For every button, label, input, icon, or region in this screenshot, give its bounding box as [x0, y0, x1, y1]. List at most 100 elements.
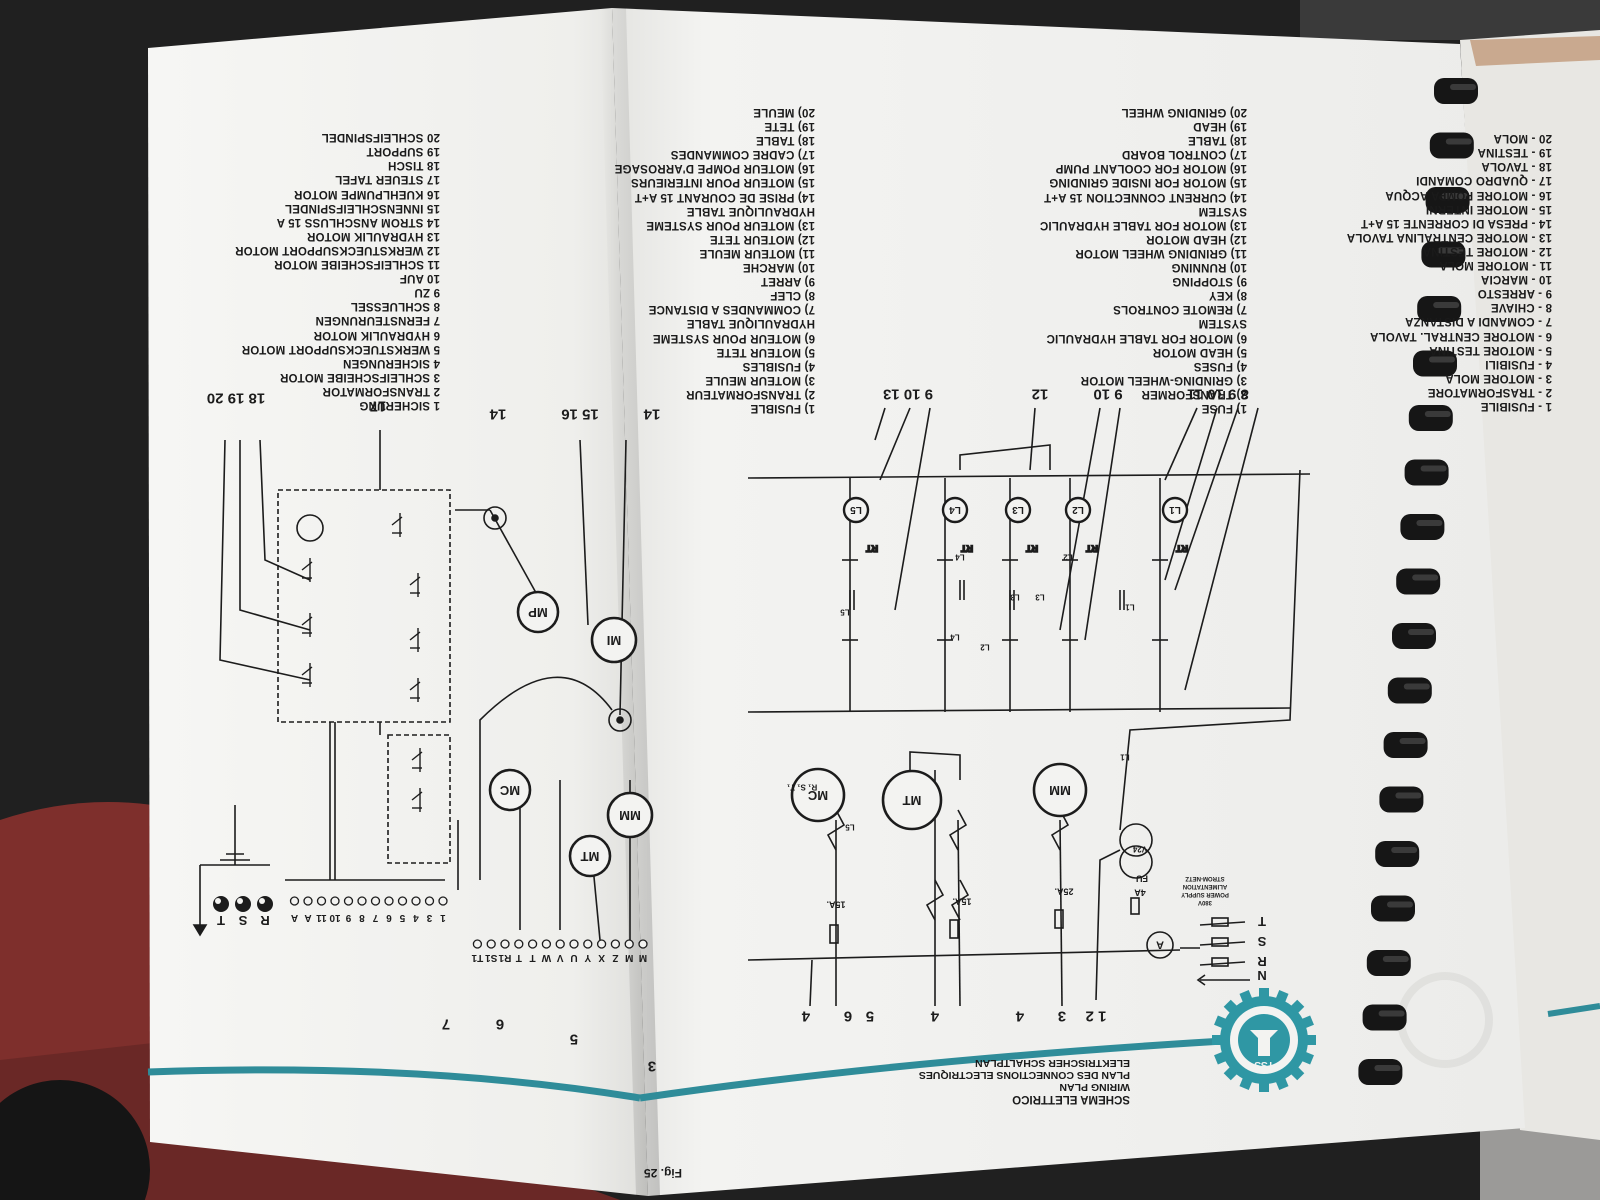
- relay-label: L3: [1010, 592, 1020, 601]
- supply-note: POWER SUPPLY: [1181, 891, 1229, 897]
- legend-de-line: 18 TISCH: [387, 159, 440, 172]
- legend-en-line: 7) REMOTE CONTROLS: [1113, 303, 1247, 316]
- legend-it-line: 13 - MOTORE CENTRALINA TAVOLA: [1346, 230, 1552, 243]
- relay-label: L1: [1120, 752, 1130, 761]
- legend-fr-line: 17) CADRE COMMANDES: [670, 148, 815, 161]
- legend-de-line: 2 TRANSFORMATOR: [322, 384, 440, 397]
- legend-de-line: 14 STROM ANSCHLUSS 15 A: [276, 215, 441, 228]
- ref-number: 5: [866, 1008, 874, 1025]
- binding-coil: [1408, 405, 1453, 431]
- teal-stripe-right: [639, 1036, 1241, 1102]
- legend-fr-line: 2) TRANSFORMATEUR: [685, 387, 815, 400]
- terminal-label: 3: [426, 912, 432, 923]
- legend-it-line: 6 - MOTORE CENTRAL. TAVOLA: [1369, 329, 1552, 342]
- legend-fr-line: 12) MOTEUR TETE: [709, 232, 815, 245]
- binding-coil: [1429, 132, 1474, 159]
- legend-de-line: 1 SICHERUNG: [359, 399, 440, 411]
- legend-de-line: 5 WERKSTUECKSUPPORT MOTOR: [241, 342, 440, 355]
- legend-fr-line: 6) MOTEUR POUR SYSTEME: [652, 331, 815, 344]
- terminal-label: 10: [329, 912, 341, 923]
- ref-number: 15 16: [561, 406, 599, 423]
- legend-fr-line: 3) MOTEUR MEULE: [705, 373, 815, 386]
- legend-fr-line: 4) FUSIBLES: [742, 359, 816, 372]
- legend-it-line: 2 - TRASFORMATORE: [1427, 385, 1552, 398]
- rst-terminals: RST: [213, 896, 273, 928]
- legend-it-line: 15 - MOTORE INTERNI: [1425, 202, 1552, 215]
- ref-number: 14: [489, 406, 506, 423]
- binding-coil: [1387, 677, 1432, 704]
- motor-label: MC: [499, 783, 520, 798]
- spiral-binding: [1358, 78, 1478, 1085]
- relay-label: L2: [1063, 552, 1073, 561]
- terminal: V: [555, 939, 565, 963]
- binding-coil: [1371, 895, 1415, 922]
- bench-right-top: [1300, 0, 1600, 40]
- legend-en-line: 5) HEAD MOTOR: [1152, 345, 1247, 358]
- legend-en-line: 10) RUNNING: [1171, 261, 1247, 274]
- logo-gear: TSS: [1212, 988, 1316, 1092]
- ref-number: 18 19 20: [207, 390, 265, 407]
- legend-en-line: 8) KEY: [1208, 289, 1247, 302]
- binding-coil: [1379, 786, 1424, 813]
- legend-de-line: 13 HYDRAULIK MOTOR: [306, 229, 440, 242]
- terminal: R1: [498, 939, 511, 963]
- logo-text: TSS: [1254, 1059, 1274, 1070]
- legend-de-line: 9 ZU: [414, 286, 440, 299]
- legend-en-line: 4) FUSES: [1193, 359, 1247, 372]
- ammeter-label: A: [1156, 938, 1164, 950]
- terminal: 11: [316, 896, 327, 923]
- lamp-l1: L1: [1161, 496, 1189, 524]
- terminal-label: A: [304, 912, 311, 923]
- terminal-label: W: [541, 952, 551, 963]
- legend-de-line: 6 HYDRAULIK MOTOR: [313, 328, 441, 341]
- legend-fr-line: 1) FUSIBLE: [750, 402, 815, 414]
- legend-de-line: 16 KUEHLPUMPE MOTOR: [293, 187, 440, 200]
- legend-de-line: 7 FERNSTEURUNGEN: [315, 314, 440, 327]
- relay-label: L4: [950, 632, 960, 641]
- back-sheet-edge: [1470, 36, 1600, 66]
- relay-label: L5: [845, 822, 855, 831]
- motor-mc: MC: [790, 767, 846, 823]
- teal-stripe-far: [1547, 1003, 1600, 1017]
- motor-side-mp: MP: [516, 590, 560, 634]
- terminal: 1: [438, 896, 448, 923]
- legend-it-line: 17 - QUADRO COMANDI: [1415, 174, 1552, 187]
- terminal-label: 6: [386, 912, 392, 923]
- supply-note: 380V: [1198, 899, 1212, 905]
- terminal: 8: [357, 896, 367, 923]
- legend-de-line: 3 SCHLEIFSCHEIBE MOTOR: [279, 370, 440, 383]
- legend-it-line: 18 - TAVOLA: [1481, 160, 1552, 173]
- terminal: Y: [583, 939, 593, 963]
- terminal-label: T1: [471, 952, 483, 963]
- contact-label: RT: [1176, 544, 1188, 554]
- terminal-label: Y: [584, 952, 591, 963]
- legend-it-line: 8 - CHIAVE: [1490, 301, 1552, 314]
- legend-fr-line: HYDRAULIQUE TABLE: [686, 317, 815, 330]
- dark-knob: [0, 1080, 150, 1200]
- fuse-label: 15A.: [826, 900, 845, 910]
- legend-en-line: 2) TRANSFORMER: [1141, 387, 1247, 400]
- supply-terminal-label: T: [217, 913, 225, 928]
- motor-side-mt: MT: [568, 834, 612, 878]
- lamp-l2: L2: [1064, 496, 1092, 524]
- legend-de-line: 12 WERKSTUECKSUPPORT MOTOR: [235, 243, 440, 256]
- legend-en-line: 3) GRINDING-WHEEL MOTOR: [1080, 373, 1247, 386]
- supply-note: ALIMENTATION: [1183, 883, 1227, 889]
- terminal: T: [527, 939, 538, 963]
- binding-coil: [1366, 950, 1411, 976]
- terminal-label: T: [530, 952, 536, 963]
- supply-phase-label: N: [1257, 968, 1266, 983]
- binding-coil: [1425, 187, 1470, 213]
- legend-fr-line: 8) CLEF: [770, 289, 815, 302]
- terminal-label: X: [598, 952, 605, 963]
- transformer-label: V24: [1132, 844, 1147, 853]
- legend-fr-line: 13) MOTEUR POUR SYSTEME: [646, 218, 815, 231]
- supply-phase-label: T: [1258, 914, 1266, 929]
